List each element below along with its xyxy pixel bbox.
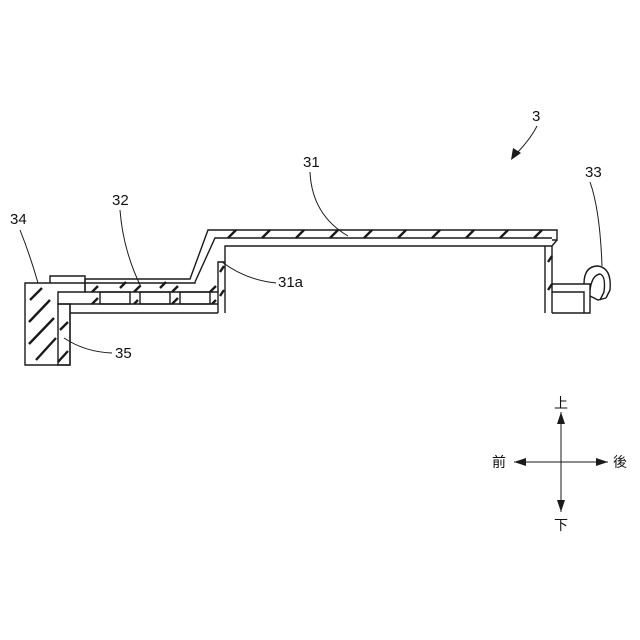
- label-33: 33: [585, 164, 602, 181]
- outer-shell-31: [85, 230, 557, 283]
- direction-front: 前: [492, 454, 506, 471]
- label-assembly-3: 3: [532, 108, 540, 125]
- direction-rear: 後: [613, 455, 627, 471]
- direction-indicator: [514, 412, 608, 512]
- leader-31: [310, 172, 348, 236]
- front-block-34: [25, 283, 85, 365]
- leader-31a: [222, 262, 276, 283]
- leader-35: [64, 338, 112, 353]
- rib-plate-32: [70, 282, 218, 313]
- label-32: 32: [112, 192, 129, 209]
- label-34: 34: [10, 211, 27, 228]
- leader-32: [120, 210, 141, 287]
- inner-box-31a: [218, 246, 552, 313]
- top-cap: [50, 276, 85, 283]
- leader-34: [20, 230, 38, 283]
- label-31: 31: [303, 154, 320, 171]
- leader-33: [590, 182, 602, 266]
- label-31a: 31a: [278, 274, 304, 291]
- direction-up: 上: [554, 396, 568, 412]
- direction-down: 下: [554, 518, 568, 534]
- label-35: 35: [115, 345, 132, 362]
